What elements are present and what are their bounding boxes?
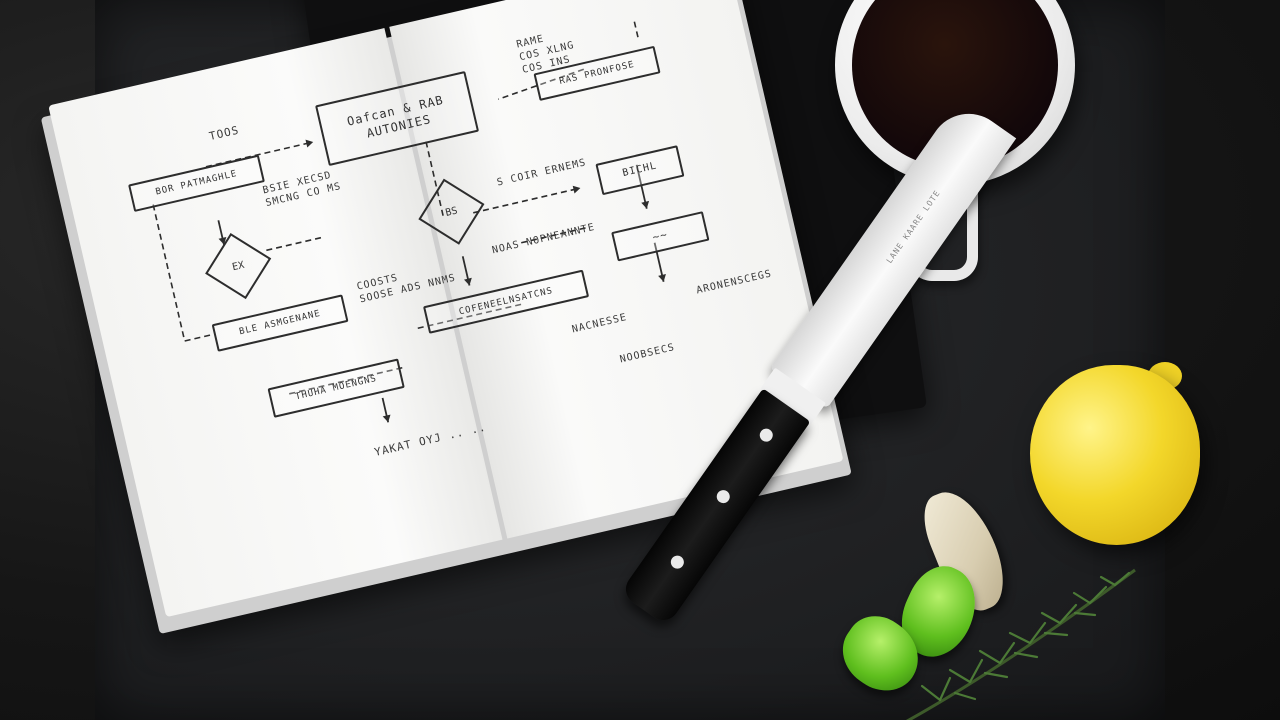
flowchart-arrows [152,21,666,423]
handle-rivet [757,426,776,445]
rosemary-sprig [905,568,1136,720]
lemon [1030,365,1200,545]
handle-rivet [668,553,687,572]
handle-rivet [714,487,733,506]
open-notebook: RAME COS XLNG COS INS Oafcan & RAB AUTON… [40,0,852,635]
